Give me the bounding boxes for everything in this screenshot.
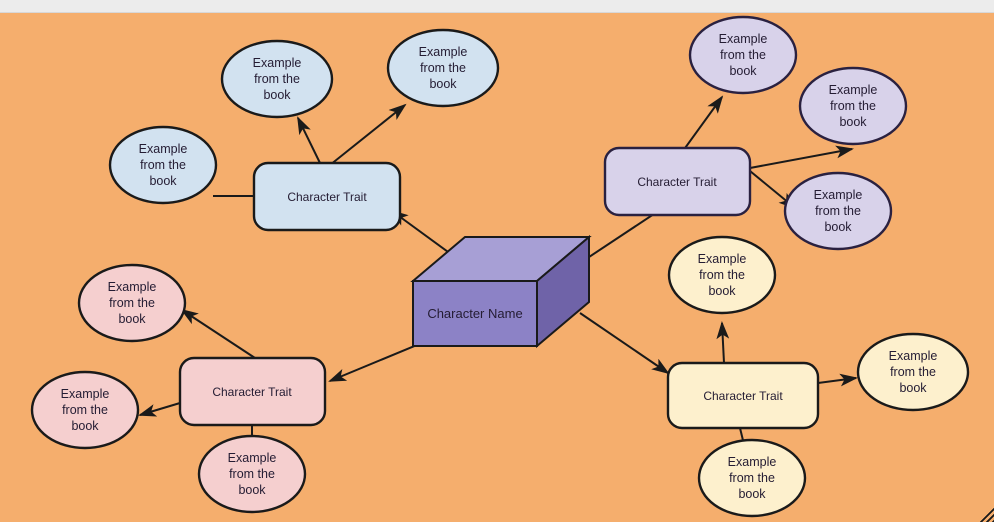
svg-text:book: book: [708, 284, 736, 298]
cream-example-shape-1: [667, 235, 777, 315]
svg-text:book: book: [738, 487, 766, 501]
svg-text:from the: from the: [254, 72, 300, 86]
svg-text:book: book: [149, 174, 177, 188]
connector-blue-trait-to-example-2: [329, 103, 407, 166]
purple-example-node-3[interactable]: Example from the book: [783, 171, 893, 251]
purple-example-label-2: Example: [829, 83, 878, 97]
cream-trait-label: Character Trait: [703, 389, 783, 403]
pink-example-shape-1: [77, 263, 187, 343]
center-box-front-face: [412, 280, 538, 347]
svg-text:from the: from the: [890, 365, 936, 379]
svg-text:book: book: [839, 115, 867, 129]
purple-example-node-2[interactable]: Example from the book: [798, 66, 908, 146]
connector-pink-trait-to-example-2: [138, 402, 181, 417]
blue-example-shape-3: [108, 125, 218, 205]
blue-example-node-3[interactable]: Example from the book: [108, 125, 218, 205]
cream-trait-shape: [666, 361, 820, 430]
blue-example-label-1: Example: [253, 56, 302, 70]
cluster-blue: Character Trait Example from the book Ex…: [108, 28, 500, 232]
purple-example-shape-3: [783, 171, 893, 251]
svg-text:book: book: [824, 220, 852, 234]
svg-text:book: book: [238, 483, 266, 497]
pink-example-label-1: Example: [108, 280, 157, 294]
pink-example-shape-2: [30, 370, 140, 450]
svg-text:book: book: [71, 419, 99, 433]
pink-example-label-2: Example: [61, 387, 110, 401]
cream-example-node-3[interactable]: Example from the book: [697, 438, 807, 518]
pink-trait-shape: [178, 356, 327, 427]
svg-text:book: book: [118, 312, 146, 326]
connector-cream-trait-to-example-1: [716, 321, 730, 364]
blue-example-node-1[interactable]: Example from the book: [220, 39, 334, 119]
svg-text:from the: from the: [62, 403, 108, 417]
pink-trait-label: Character Trait: [212, 385, 292, 399]
blue-example-label-3: Example: [139, 142, 188, 156]
cluster-cream: Character Trait Example from the book Ex…: [666, 235, 970, 518]
cream-trait-node[interactable]: Character Trait: [666, 361, 820, 430]
purple-trait-shape: [603, 146, 752, 217]
blue-example-node-2[interactable]: Example from the book: [386, 28, 500, 108]
blue-example-shape-2: [386, 28, 500, 108]
purple-trait-node[interactable]: Character Trait: [603, 146, 752, 217]
svg-text:book: book: [263, 88, 291, 102]
connector-pink-trait-to-example-1: [180, 308, 256, 359]
blue-trait-shape: [252, 161, 402, 232]
purple-example-shape-2: [798, 66, 908, 146]
window-resize-grip-icon[interactable]: [978, 506, 994, 522]
svg-text:from the: from the: [815, 204, 861, 218]
cream-example-shape-3: [697, 438, 807, 518]
purple-example-node-1[interactable]: Example from the book: [688, 15, 798, 95]
purple-trait-label: Character Trait: [637, 175, 717, 189]
svg-text:from the: from the: [109, 296, 155, 310]
svg-text:from the: from the: [729, 471, 775, 485]
svg-text:book: book: [729, 64, 757, 78]
blue-example-label-2: Example: [419, 45, 468, 59]
connector-cream-trait-to-example-2: [817, 373, 858, 387]
pink-example-label-3: Example: [228, 451, 277, 465]
svg-text:book: book: [429, 77, 457, 91]
cluster-blue-connectors: [213, 103, 407, 197]
svg-text:book: book: [899, 381, 927, 395]
svg-text:from the: from the: [229, 467, 275, 481]
center-character-name-box[interactable]: Character Name: [410, 234, 592, 349]
pink-example-node-3[interactable]: Example from the book: [197, 434, 307, 514]
cream-example-label-2: Example: [889, 349, 938, 363]
svg-text:from the: from the: [830, 99, 876, 113]
svg-text:from the: from the: [140, 158, 186, 172]
pink-trait-node[interactable]: Character Trait: [178, 356, 327, 427]
cream-example-node-2[interactable]: Example from the book: [856, 332, 970, 412]
pink-example-node-2[interactable]: Example from the book: [30, 370, 140, 450]
blue-example-shape-1: [220, 39, 334, 119]
connector-purple-trait-to-example-1: [679, 95, 724, 156]
purple-example-label-1: Example: [719, 32, 768, 46]
connector-purple-trait-to-example-2: [749, 145, 854, 169]
character-web-diagram: Character Name Character Trait Example f…: [30, 15, 970, 518]
diagram-canvas[interactable]: Character Name Character Trait Example f…: [0, 13, 994, 522]
cream-example-shape-2: [856, 332, 970, 412]
cluster-pink: Character Trait Example from the book Ex…: [30, 263, 327, 514]
cluster-purple: Character Trait Example from the book Ex…: [603, 15, 908, 251]
purple-example-shape-1: [688, 15, 798, 95]
purple-example-label-3: Example: [814, 188, 863, 202]
svg-text:from the: from the: [699, 268, 745, 282]
svg-text:from the: from the: [420, 61, 466, 75]
cream-example-label-3: Example: [728, 455, 777, 469]
center-box-label: Character Name: [427, 306, 522, 321]
blue-trait-node[interactable]: Character Trait: [252, 161, 402, 232]
connector-blue-trait-to-example-1: [297, 116, 321, 164]
blue-trait-label: Character Trait: [287, 190, 367, 204]
cream-example-node-1[interactable]: Example from the book: [667, 235, 777, 315]
svg-text:from the: from the: [720, 48, 766, 62]
cream-example-label-1: Example: [698, 252, 747, 266]
connector-center-to-cream-trait: [579, 312, 670, 375]
pink-example-shape-3: [197, 434, 307, 514]
pink-example-node-1[interactable]: Example from the book: [77, 263, 187, 343]
window-top-strip: [0, 0, 994, 13]
